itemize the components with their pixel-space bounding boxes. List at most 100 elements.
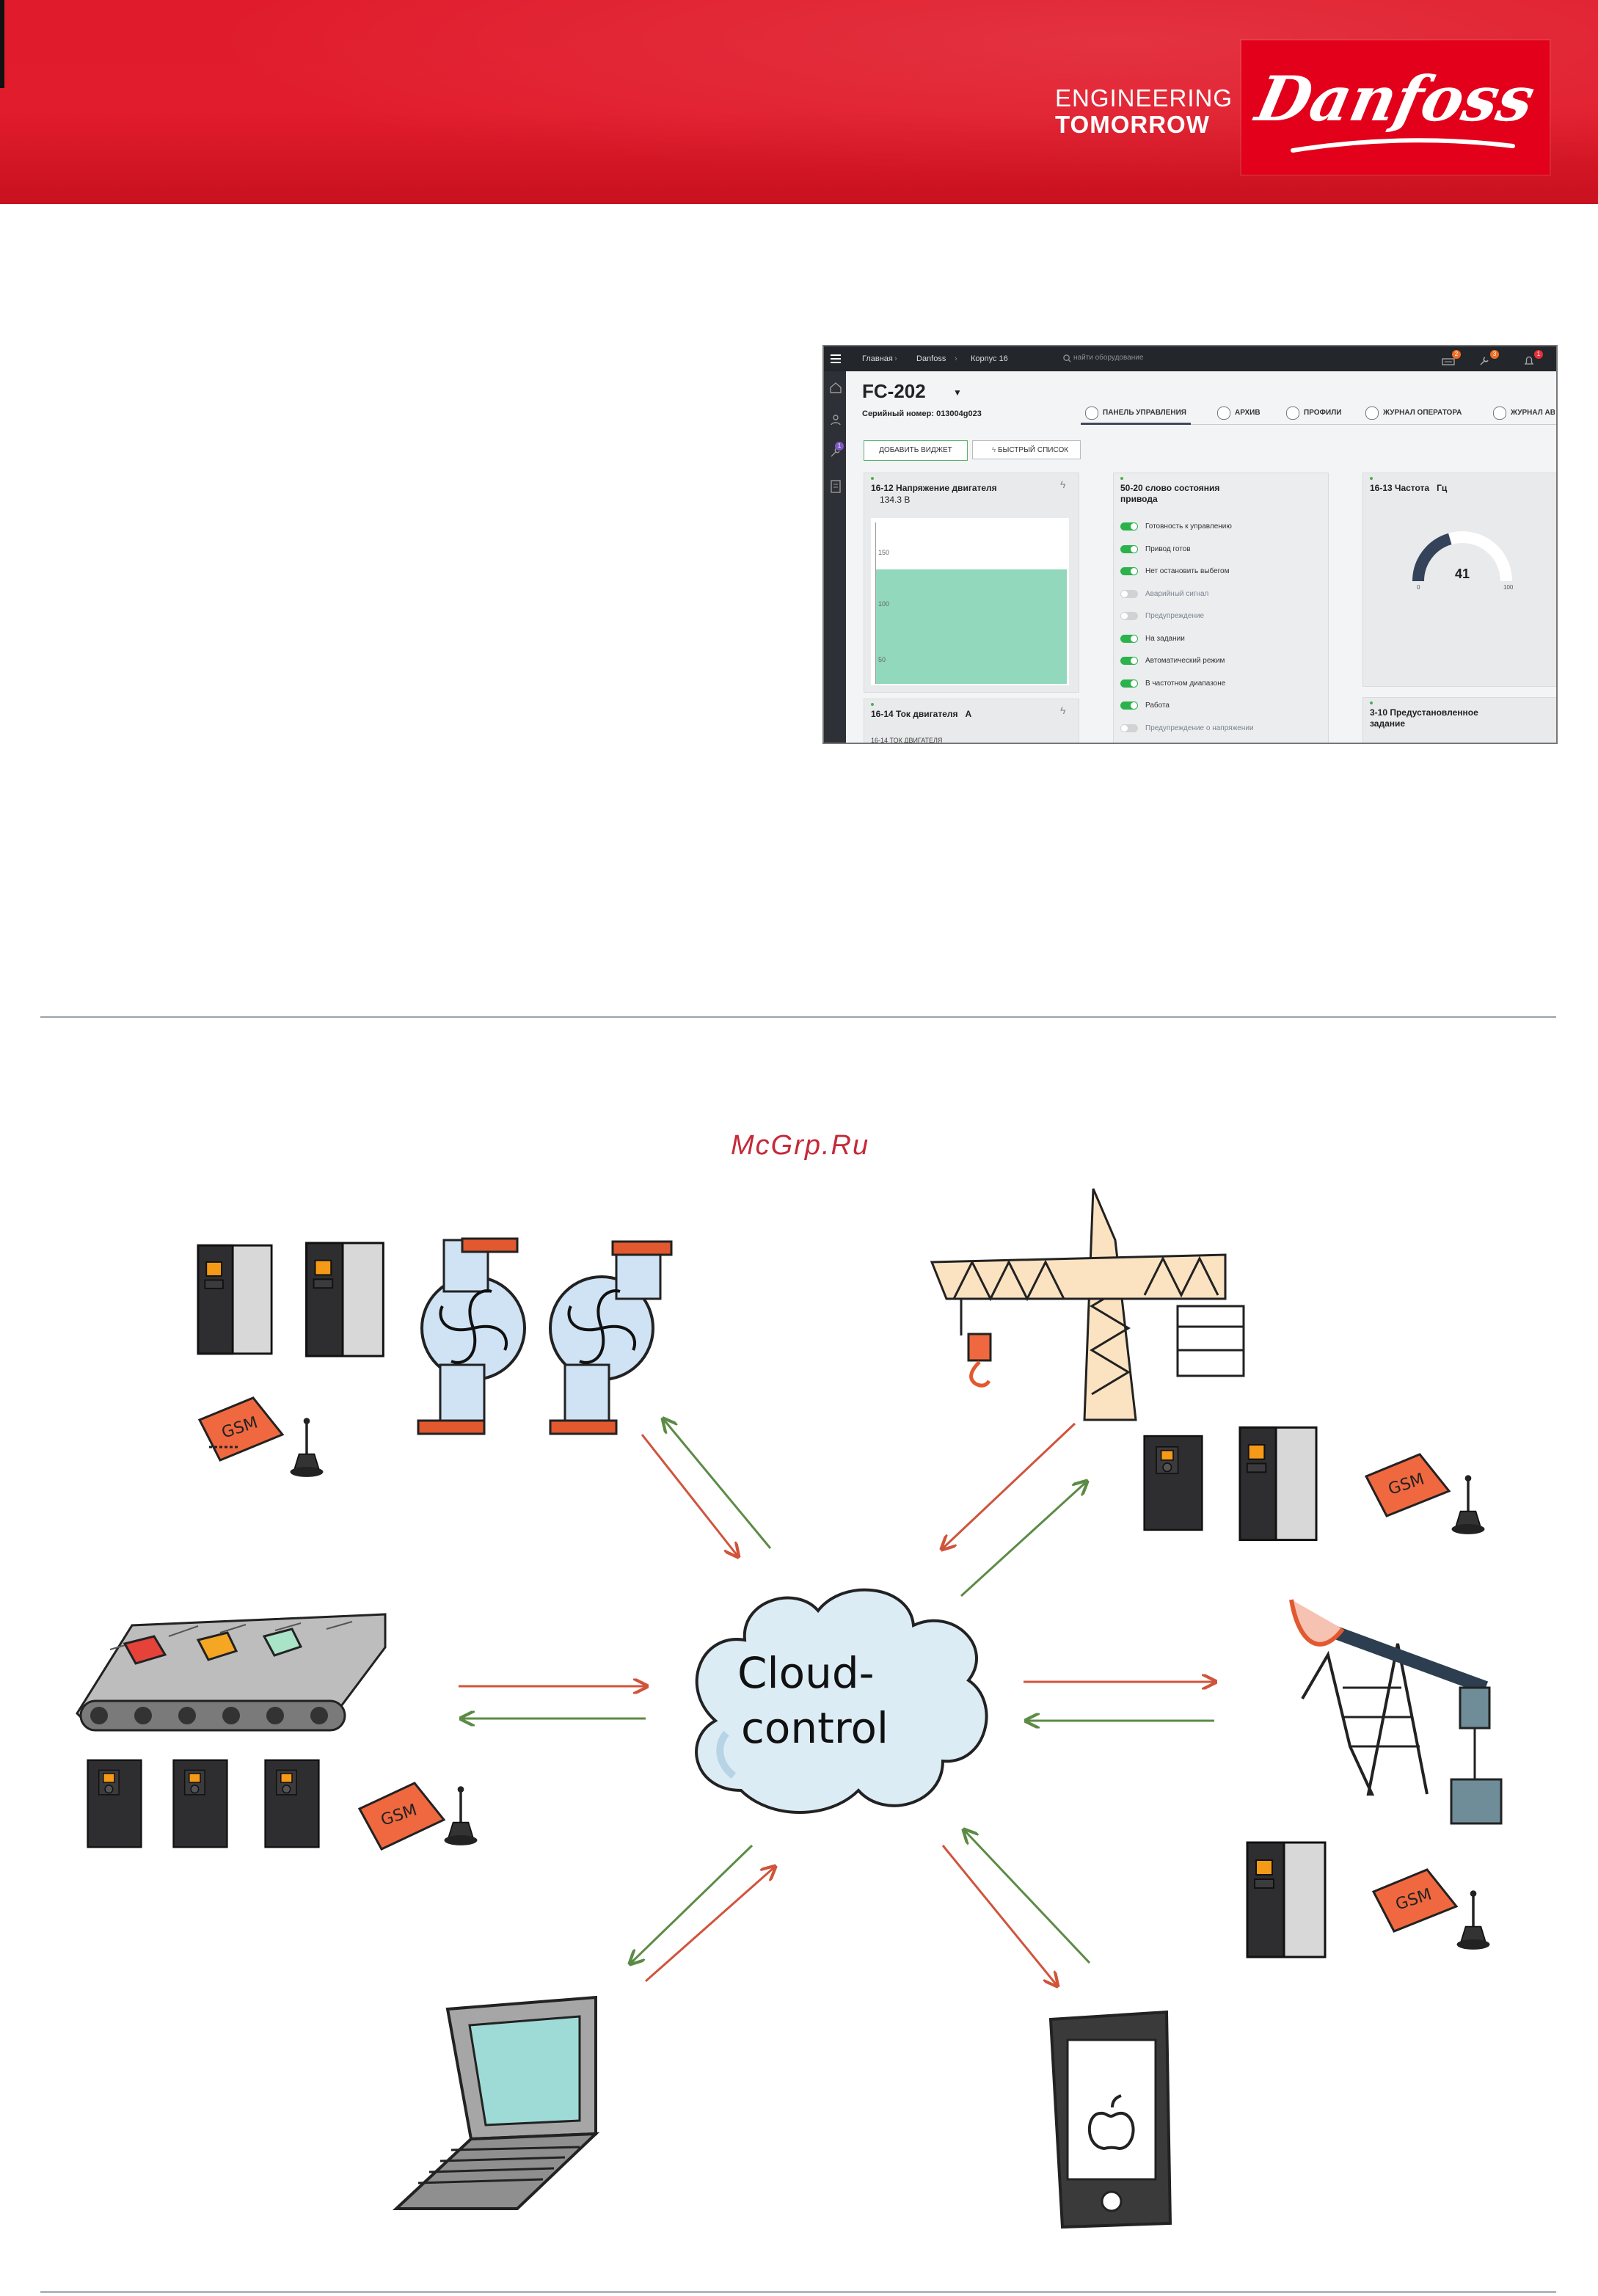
logo-swoosh-icon [1291,138,1515,153]
operator-log-icon [1365,407,1379,420]
status-title-line2: привода [1120,494,1158,504]
tab-active-indicator [1081,423,1191,425]
frequency-widget [1362,473,1556,687]
danfoss-logo: Danfoss [1241,40,1550,175]
status-toggle[interactable] [1120,544,1138,553]
gsm-modem-icon: GSM [1371,1868,1459,1933]
arrow-left [459,1686,646,1719]
quick-list-button[interactable]: ϟ БЫСТРЫЙ СПИСОК [972,440,1081,459]
status-dot [1370,701,1373,704]
antenna-icon [1450,1473,1486,1536]
tools-icon[interactable] [1478,355,1490,367]
breadcrumb-separator: › [894,354,897,363]
cloud-icon [695,1588,988,1814]
oil-pump-icon [1289,1599,1503,1825]
chevron-down-icon[interactable]: ▼ [953,387,962,398]
antenna-icon [442,1785,479,1847]
status-toggle[interactable] [1120,679,1138,688]
users-icon[interactable] [829,414,842,426]
status-toggle[interactable] [1120,634,1138,643]
breadcrumb-home[interactable]: Главная [862,354,893,363]
status-label: Нет остановить выбегом [1145,567,1230,575]
tab-alarm-log[interactable]: ЖУРНАЛ АВ [1511,409,1555,417]
status-item: Предупреждение [1120,611,1318,622]
status-item: Привод готов [1120,544,1318,555]
footer-divider [40,2291,1556,2293]
profiles-icon [1286,407,1299,420]
arrow-bottom-left [631,1844,774,1983]
app-topbar [824,346,1556,371]
status-dot [1370,477,1373,480]
drive-unit [305,1242,384,1357]
status-title-line1: 50-20 слово состояния [1120,483,1220,493]
gsm-modem-icon: GSM [197,1396,285,1462]
arrow-bottom-right [941,1831,1091,1985]
current-subtitle: 16-14 ТОК ДВИГАТЕЛЯ [871,737,943,744]
home-icon[interactable] [829,382,842,393]
status-label: Работа [1145,701,1170,710]
breadcrumb-building[interactable]: Корпус 16 [971,354,1008,363]
status-toggle[interactable] [1120,522,1138,531]
antenna-icon [1455,1889,1492,1951]
alerts-badge: 1 [1534,350,1543,359]
status-label: На задании [1145,634,1185,643]
lightning-icon[interactable]: ϟ [1060,478,1066,490]
menu-icon[interactable] [830,353,842,365]
document-icon[interactable] [831,480,841,493]
preset-title-line1: 3-10 Предустановленное [1370,707,1478,718]
tools-badge: 3 [1490,350,1499,359]
status-item: Предупреждение о напряжении [1120,723,1318,735]
breadcrumb-company[interactable]: Danfoss [916,354,946,363]
status-label: Автоматический режим [1145,657,1225,665]
lightning-icon: ϟ [991,446,998,454]
cloud-label-line2: control [741,1703,889,1753]
phone-icon [1048,2010,1172,2229]
status-toggle[interactable] [1120,589,1138,598]
tab-operator-log[interactable]: ЖУРНАЛ ОПЕРАТОРА [1383,409,1462,417]
status-item: В частотном диапазоне [1120,678,1318,690]
arrow-right [1024,1682,1214,1721]
status-toggle[interactable] [1120,657,1138,665]
status-item: Готовность к управлению [1120,521,1318,533]
tagline-line2: TOMORROW [1055,111,1210,138]
logo-text: Danfoss [1249,62,1542,135]
bell-icon[interactable] [1524,355,1534,367]
status-toggle[interactable] [1120,724,1138,732]
pump-icon [417,1237,526,1435]
devices-icon[interactable] [1442,355,1455,365]
tab-dashboard[interactable]: ПАНЕЛЬ УПРАВЛЕНИЯ [1103,409,1186,417]
voltage-title: 16-12 Напряжение двигателя [871,483,997,493]
tab-archive[interactable]: АРХИВ [1235,409,1260,417]
status-dot [871,703,874,706]
voltage-level-bar [876,569,1067,684]
current-title: 16-14 Ток двигателя А [871,709,971,720]
status-toggle[interactable] [1120,567,1138,575]
antenna-icon [288,1416,325,1479]
add-widget-button[interactable]: ДОБАВИТЬ ВИДЖЕТ [864,440,968,461]
cloud-control-diagram: Cloud- control GSM G [76,1188,1503,2229]
section-divider [40,1016,1556,1018]
conveyor-icon [76,1613,387,1732]
arrow-top-right [943,1422,1086,1597]
frequency-title-text: 16-13 Частота [1370,483,1430,493]
voltage-value: 134.3 В [880,495,911,505]
tab-underline [1081,424,1556,425]
devices-badge: 2 [1452,350,1461,359]
search-input[interactable]: найти оборудование [1073,354,1144,362]
status-label: Готовность к управлению [1145,522,1232,531]
app-sidebar [824,371,846,743]
status-label: Привод готов [1145,544,1191,553]
lightning-icon[interactable]: ϟ [1060,704,1066,716]
gsm-modem-icon: GSM [357,1782,446,1851]
tab-profiles[interactable]: ПРОФИЛИ [1304,409,1342,417]
preset-title-line2: задание [1370,718,1406,729]
drive-unit [1238,1426,1318,1542]
status-label: Предупреждение о напряжении [1145,724,1254,732]
status-toggle[interactable] [1120,701,1138,710]
status-item: Нет остановить выбегом [1120,566,1318,577]
gauge-max: 100 [1503,584,1514,591]
serial-number: Серийный номер: 013004g023 [862,409,982,418]
status-toggle[interactable] [1120,612,1138,620]
status-dot [1120,477,1123,480]
